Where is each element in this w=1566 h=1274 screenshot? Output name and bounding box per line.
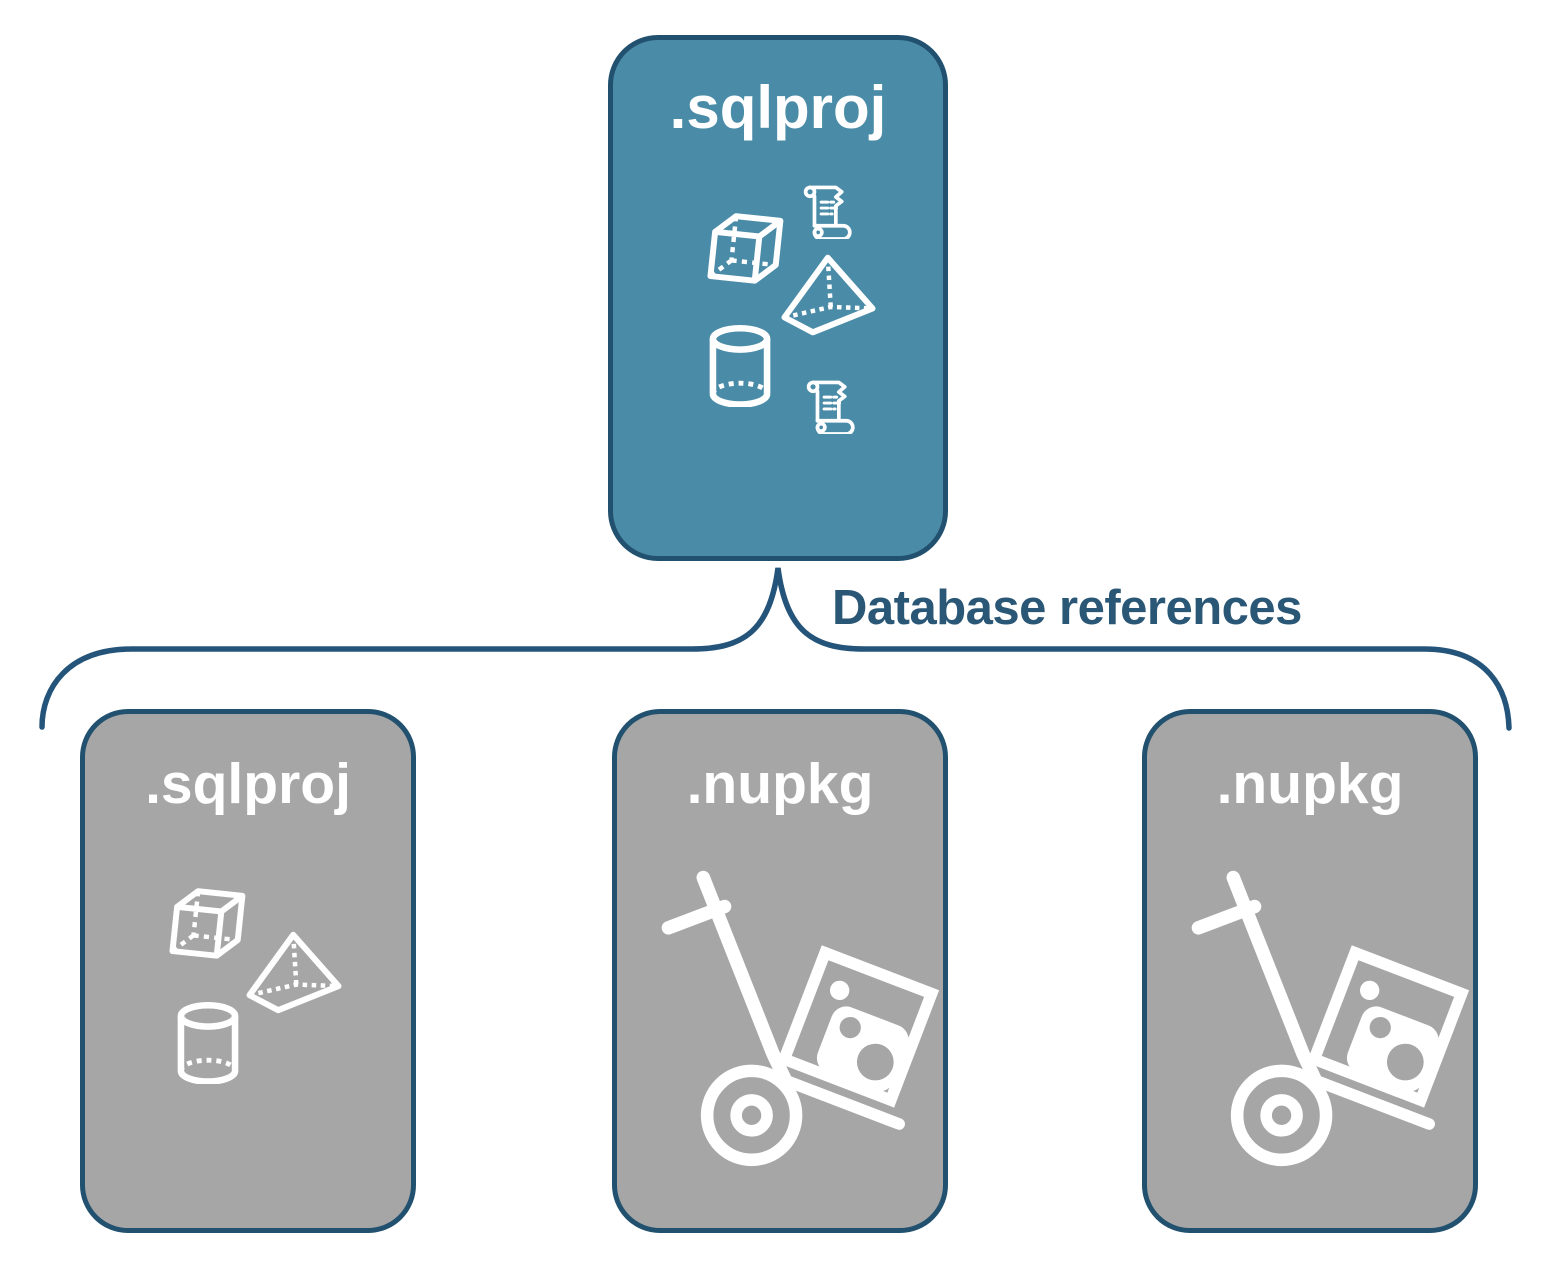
child-box-title: .nupkg (1216, 752, 1404, 816)
cube-icon (707, 213, 784, 284)
database-cylinder-icon (709, 325, 771, 407)
child-box-sqlproj: .sqlproj (80, 709, 416, 1233)
child-box-title: .sqlproj (145, 752, 351, 816)
scroll-icon (806, 380, 855, 434)
root-box-title: .sqlproj (669, 74, 887, 141)
pyramid-icon (781, 254, 876, 336)
child-box-title: .nupkg (686, 752, 874, 816)
child-box-nupkg-1: .nupkg (612, 709, 948, 1233)
child-box-nupkg-2: .nupkg (1142, 709, 1478, 1233)
database-cylinder-icon (177, 1002, 239, 1084)
cube-icon (169, 888, 246, 959)
pyramid-icon (246, 931, 342, 1014)
nuget-handtruck-icon (661, 870, 940, 1167)
connector-label: Database references (832, 581, 1302, 635)
nuget-handtruck-icon (1191, 870, 1470, 1167)
scroll-icon (803, 185, 852, 239)
root-box-sqlproj: .sqlproj (608, 35, 948, 561)
